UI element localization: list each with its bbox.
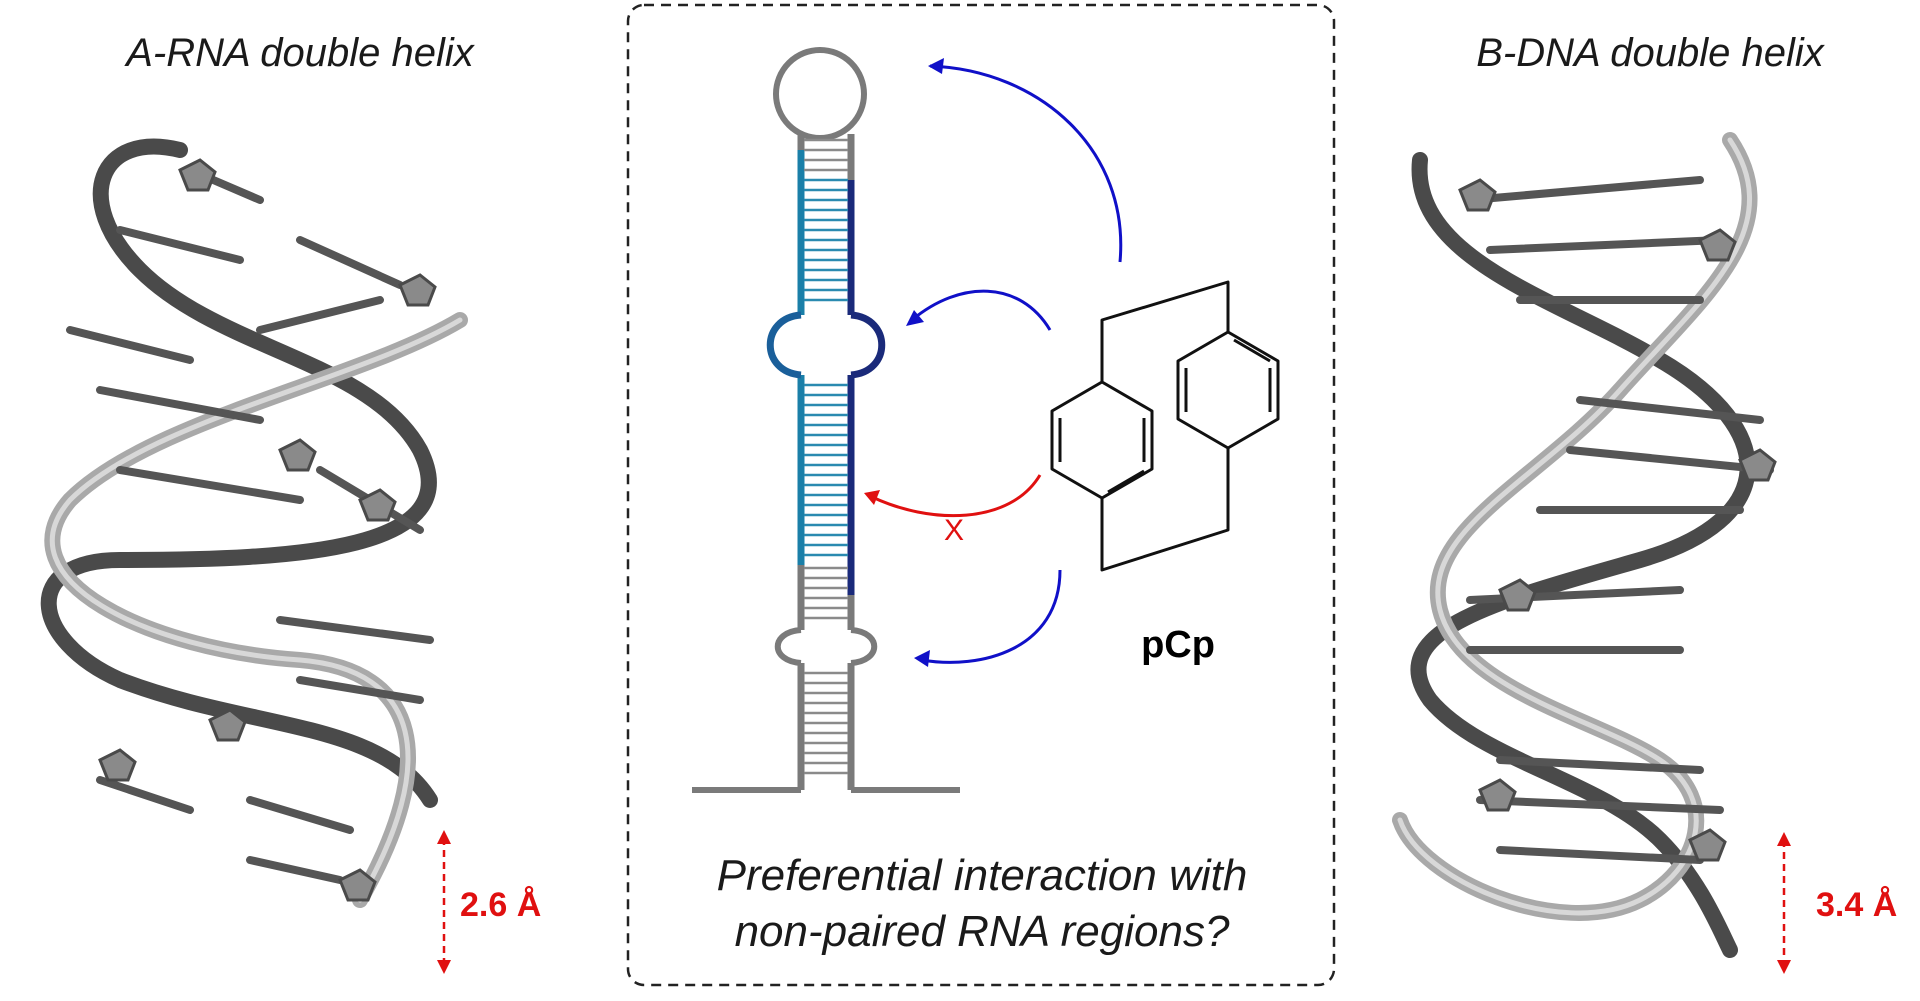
pcp-structure (1050, 280, 1280, 572)
arrow-to-internal-loop (911, 289, 1052, 331)
caption-line-2: non-paired RNA regions? (735, 907, 1230, 956)
dna-rise-indicator (1777, 832, 1791, 974)
left-title: A-RNA double helix (124, 31, 476, 75)
right-title: B-DNA double helix (1476, 31, 1826, 75)
blocked-mark: X (944, 514, 964, 547)
interaction-arrows (864, 58, 1123, 667)
caption-line-1: Preferential interaction with (717, 851, 1248, 900)
arrow-to-duplex-blocked (869, 474, 1042, 518)
rna-hairpin-diagram (692, 47, 960, 793)
a-rna-helix-illustration (40, 138, 468, 908)
compound-label: pCp (1141, 624, 1215, 666)
center-frame (626, 3, 1336, 987)
rna-rise-label: 2.6 Å (460, 886, 541, 924)
dna-rise-label: 3.4 Å (1816, 886, 1897, 924)
b-dna-helix-illustration (1392, 132, 1777, 958)
arrow-to-top-loop (929, 64, 1123, 263)
rna-rise-indicator (437, 830, 451, 974)
arrow-to-lower-loop (921, 569, 1062, 664)
